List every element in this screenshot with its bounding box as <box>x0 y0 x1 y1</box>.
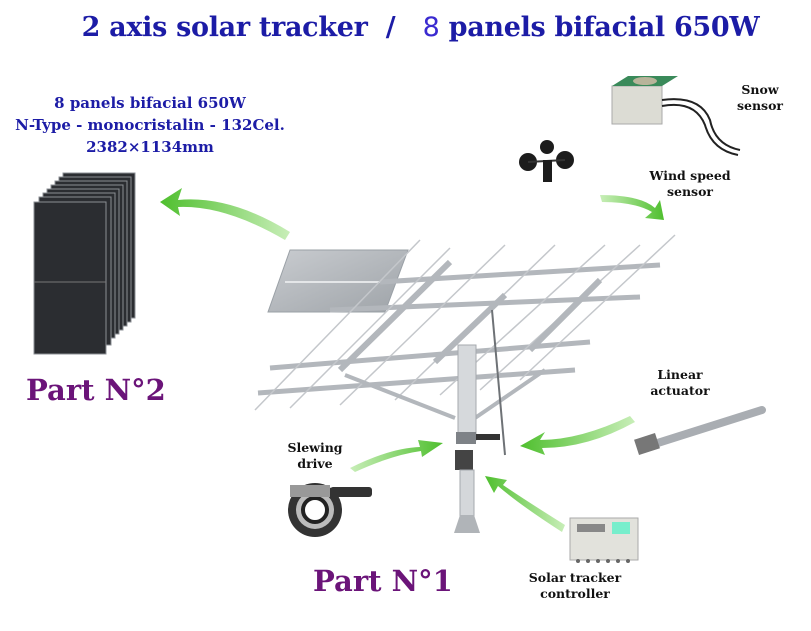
title-main: 2 axis solar tracker <box>81 12 368 43</box>
controller-label: Solar tracker controller <box>528 570 622 601</box>
title-number: 8 <box>422 12 440 43</box>
solar-panel-stack <box>33 172 136 355</box>
arrow-controller <box>485 476 565 532</box>
wind-speed-sensor-image <box>519 140 574 182</box>
arrow-actuator <box>520 416 635 455</box>
part-2-label: Part N°2 <box>26 373 166 407</box>
title-separator: / <box>385 12 396 43</box>
arrow-wind <box>600 195 664 220</box>
slewing-drive-image <box>288 483 372 537</box>
spec-line-3: 2382×1134mm <box>86 138 214 156</box>
arrow-slewing <box>350 440 443 472</box>
panel-spec: 8 panels bifacial 650W N-Type - monocris… <box>0 92 300 158</box>
snow-sensor-label: Snow sensor <box>736 82 784 113</box>
slewing-drive-label: Slewing drive <box>287 440 343 471</box>
page-title: 2 axis solar tracker / 8 panels bifacial… <box>0 12 811 43</box>
spec-line-1: 8 panels bifacial 650W <box>54 94 246 112</box>
controller-image <box>569 517 639 563</box>
wind-speed-sensor-label: Wind speed sensor <box>649 168 731 199</box>
spec-line-2: N-Type - monocristalin - 132Cel. <box>15 116 285 134</box>
part-1-label: Part N°1 <box>313 564 453 598</box>
arrow-panels <box>160 188 290 240</box>
title-panels: panels bifacial 650W <box>448 12 760 43</box>
linear-actuator-label: Linear actuator <box>650 367 710 398</box>
snow-sensor-image <box>611 76 741 156</box>
tracker-structure <box>254 234 676 533</box>
linear-actuator-image <box>634 406 766 456</box>
